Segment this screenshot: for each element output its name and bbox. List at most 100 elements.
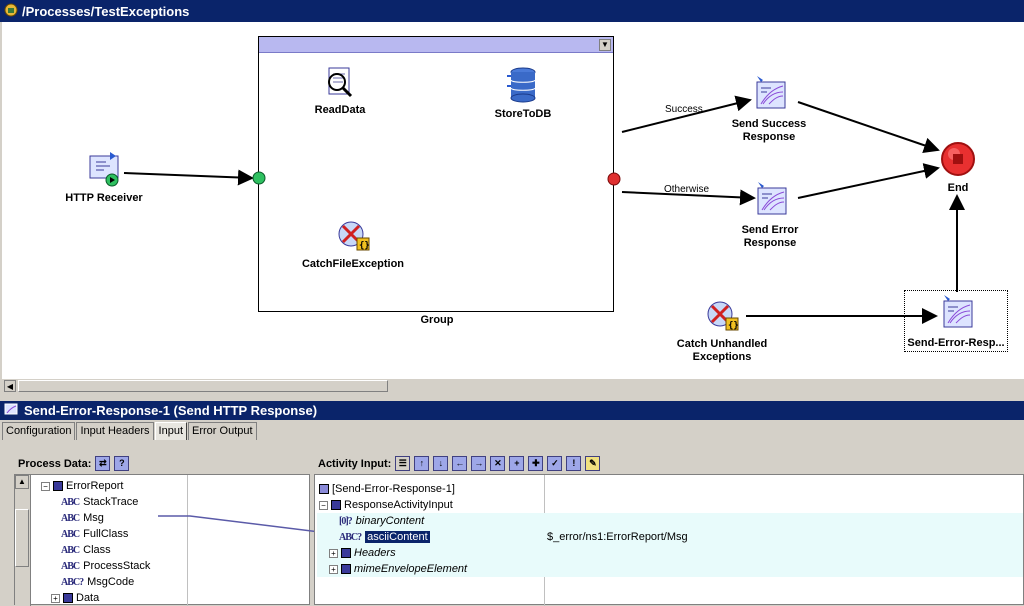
activity-tabs: Configuration Input Headers Input Error … [2, 422, 258, 440]
scroll-thumb[interactable] [18, 380, 388, 392]
optional-string-icon: ABC? [61, 576, 84, 588]
send-response-icon [4, 403, 18, 418]
svg-text:{}: {} [728, 321, 739, 331]
process-data-header: Process Data: ⇄ ? [18, 456, 130, 471]
expand-icon[interactable]: + [329, 548, 338, 558]
help-icon[interactable]: ? [114, 456, 130, 471]
tab-input[interactable]: Input [154, 422, 188, 440]
add-child-icon[interactable]: ✚ [528, 456, 544, 471]
tree-item-ascii-content[interactable]: ABC?asciiContent$_error/ns1:ErrorReport/… [317, 529, 1023, 545]
end-icon [941, 142, 975, 176]
expand-icon[interactable]: + [51, 593, 60, 603]
edit-icon[interactable]: ✎ [585, 456, 601, 471]
scroll-left-arrow-icon[interactable]: ◀ [4, 380, 16, 392]
move-up-icon[interactable]: ↑ [414, 456, 430, 471]
window-title: /Processes/TestExceptions [22, 3, 190, 19]
transition-errorresp-end [797, 163, 940, 199]
scroll-thumb[interactable] [15, 509, 29, 567]
warning-icon[interactable]: ! [566, 456, 582, 471]
tree-view-icon[interactable]: ☰ [395, 456, 411, 471]
tree-item-msg-code[interactable]: ABC?MsgCode [61, 576, 135, 588]
transition-otherwise [621, 189, 756, 206]
group-end-icon[interactable] [607, 172, 621, 186]
group-collapse-button[interactable]: ▼ [599, 39, 611, 51]
canvas-horizontal-scrollbar[interactable]: ◀ [2, 378, 1024, 392]
process-data-scrollbar[interactable]: ▲ [15, 475, 31, 606]
collapse-icon[interactable]: − [319, 500, 328, 510]
send-response-icon [943, 295, 973, 328]
schema-icon [53, 481, 63, 491]
string-icon: ABC [61, 528, 80, 540]
string-icon: ABC [61, 496, 80, 508]
tree-item-activity-root[interactable]: [Send-Error-Response-1] [317, 481, 1023, 497]
process-icon [4, 3, 18, 20]
transition-label-success: Success [665, 104, 703, 115]
schema-icon [63, 593, 73, 603]
tree-item-mime-envelope-element[interactable]: +mimeEnvelopeElement [317, 561, 1023, 577]
validate-icon[interactable]: ✓ [547, 456, 563, 471]
string-icon: ABC [61, 560, 80, 572]
tree-item-response-activity-input[interactable]: −ResponseActivityInput [317, 497, 1023, 513]
read-data-icon [328, 67, 353, 98]
collapse-icon[interactable]: − [41, 481, 50, 491]
node-send-error-resp-selected[interactable]: Send-Error-Resp... [904, 290, 1008, 352]
add-icon[interactable]: + [509, 456, 525, 471]
node-store-to-db[interactable]: StoreToDB [478, 66, 568, 121]
node-catch-unhandled-exceptions[interactable]: {} Catch Unhandled Exceptions [672, 298, 772, 364]
node-http-receiver[interactable]: HTTP Receiver [64, 150, 144, 205]
tree-item-error-report[interactable]: −ErrorReport [41, 478, 150, 494]
tab-configuration[interactable]: Configuration [2, 422, 76, 440]
move-right-icon[interactable]: → [471, 456, 487, 471]
tree-item-headers[interactable]: +Headers [317, 545, 1023, 561]
process-data-label: Process Data: [18, 457, 92, 470]
move-left-icon[interactable]: ← [452, 456, 468, 471]
tree-item-data[interactable]: +Data [41, 590, 150, 606]
activity-input-tree-pane[interactable]: [Send-Error-Response-1] −ResponseActivit… [314, 474, 1024, 606]
transition-success [621, 95, 752, 133]
string-icon: ABC [61, 512, 80, 524]
node-end[interactable]: End [930, 140, 986, 195]
schema-icon [341, 564, 351, 574]
link-icon[interactable]: ⇄ [95, 456, 111, 471]
send-response-icon [757, 182, 787, 215]
transition-receiver-group [123, 169, 254, 186]
tree-item-binary-content[interactable]: [0]?binaryContent [317, 513, 1023, 529]
transition-label-otherwise: Otherwise [664, 184, 710, 195]
node-send-success-response[interactable]: Send Success Response [724, 74, 814, 144]
delete-icon[interactable]: ✕ [490, 456, 506, 471]
move-down-icon[interactable]: ↓ [433, 456, 449, 471]
group-header-bar: ▼ [259, 37, 613, 53]
process-canvas[interactable]: ▼ Group HTTP Receiver ReadData StoreToDB… [2, 22, 1024, 378]
catch-icon: {} [707, 301, 739, 331]
ascii-content-mapping[interactable]: $_error/ns1:ErrorReport/Msg [547, 531, 688, 543]
group-box[interactable]: ▼ [258, 36, 614, 312]
tab-error-output[interactable]: Error Output [188, 422, 257, 440]
group-start-icon[interactable] [252, 171, 266, 185]
string-icon: ABC [61, 544, 80, 556]
activity-panel-title: Send-Error-Response-1 (Send HTTP Respons… [24, 403, 318, 418]
node-send-error-response[interactable]: Send Error Response [730, 180, 810, 250]
http-receiver-icon [89, 152, 119, 187]
activity-panel-header: Send-Error-Response-1 (Send HTTP Respons… [0, 401, 1024, 420]
activity-input-label: Activity Input: [318, 457, 392, 470]
activity-input-header: Activity Input: ☰ ↑ ↓ ← → ✕ + ✚ ✓ ! ✎ [318, 456, 601, 471]
activity-icon [319, 484, 329, 494]
node-catch-file-exception[interactable]: {} CatchFileException [298, 218, 408, 271]
scroll-up-arrow-icon[interactable]: ▲ [15, 475, 29, 489]
expand-icon[interactable]: + [329, 564, 338, 574]
group-label: Group [420, 314, 454, 326]
optional-string-icon: ABC? [339, 531, 362, 543]
tab-input-headers[interactable]: Input Headers [76, 422, 154, 440]
svg-text:{}: {} [359, 241, 370, 251]
node-read-data[interactable]: ReadData [300, 66, 380, 117]
binary-icon: [0]? [339, 515, 353, 527]
schema-icon [331, 500, 341, 510]
send-response-icon [756, 76, 786, 109]
